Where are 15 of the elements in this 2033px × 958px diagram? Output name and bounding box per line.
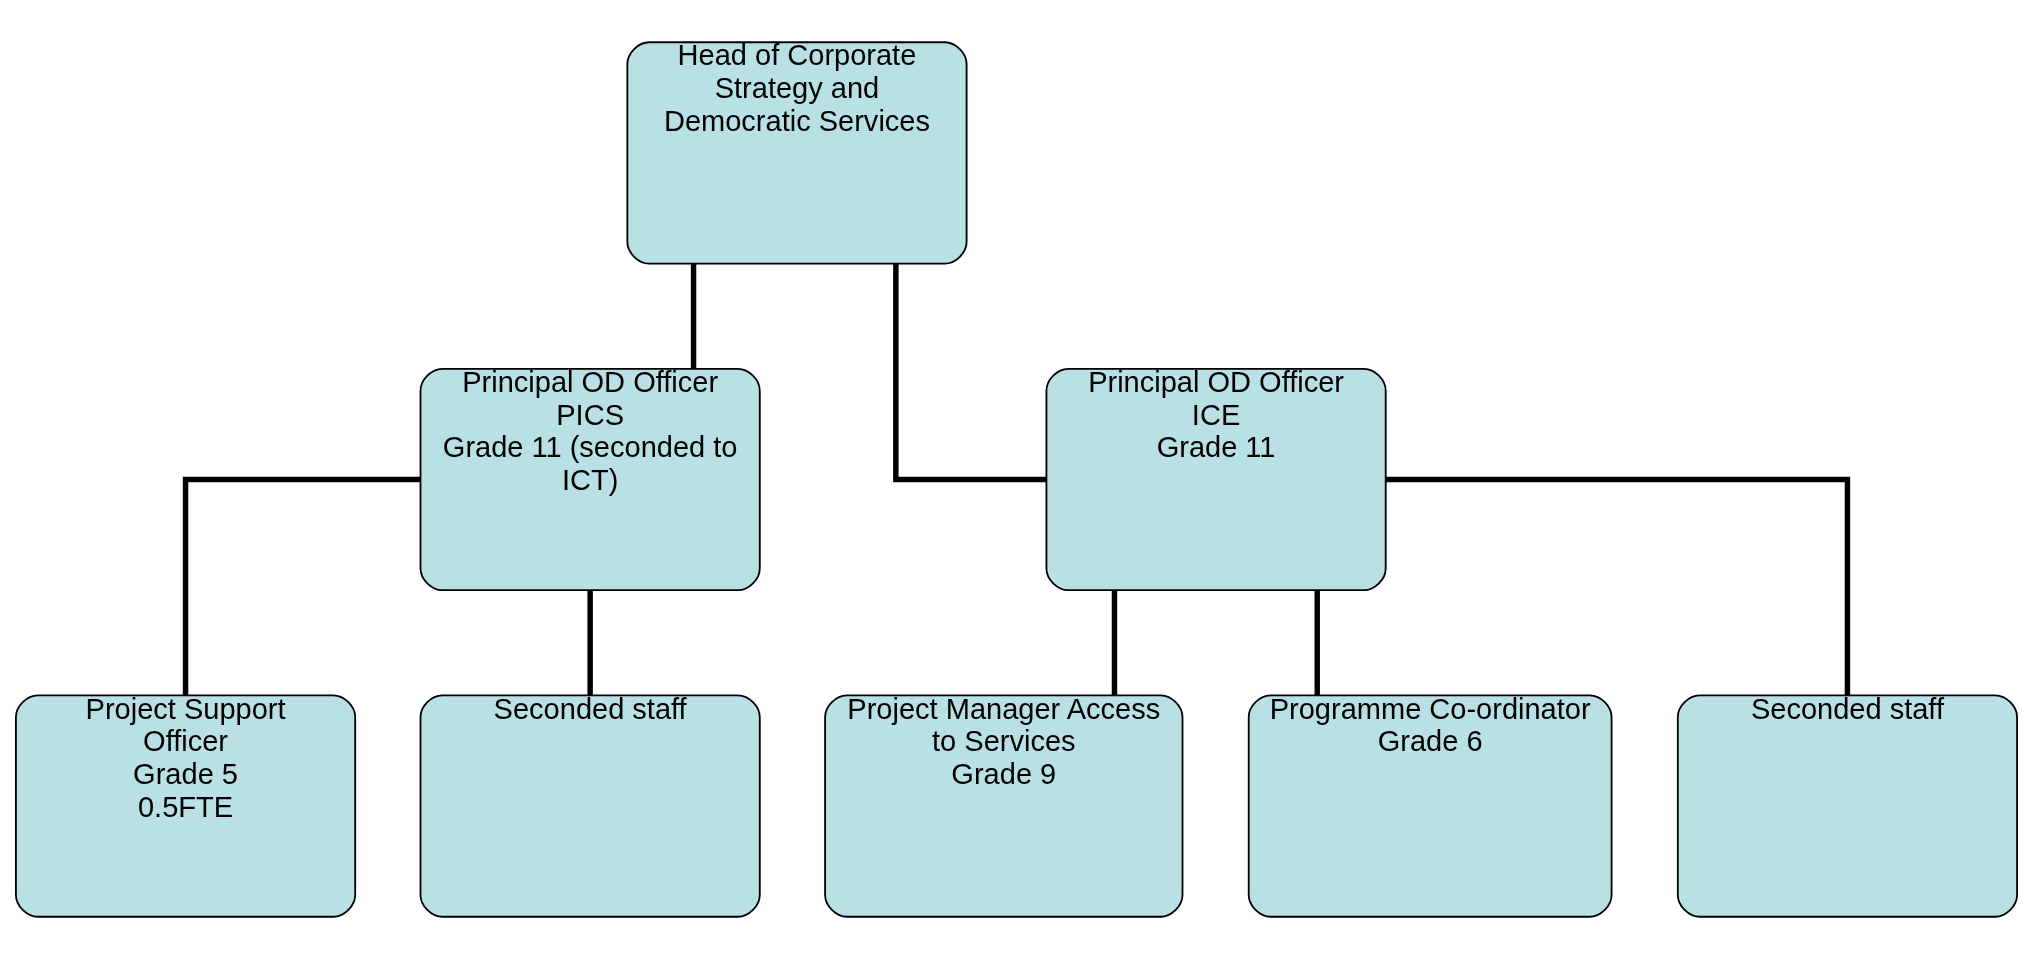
node-box: Principal OD Officer PICS Grade 11 (seconded to ICT) [419, 367, 761, 591]
node-box: Head of Corporate Strategy and Democratic Services [626, 40, 968, 264]
connector [182, 476, 421, 695]
node-box: Seconded staff [1676, 694, 2018, 918]
connector [1386, 476, 1851, 695]
node-box: Programme Co-ordinator Grade 6 [1247, 694, 1613, 918]
connector [1111, 590, 1118, 695]
node-box: Principal OD Officer ICE Grade 11 [1045, 367, 1387, 591]
connector [690, 263, 697, 369]
node-box: Seconded staff [419, 694, 761, 918]
connector [1314, 590, 1320, 695]
node-box: Project Manager Access to Services Grade 9 [824, 694, 1184, 918]
connector [893, 263, 1047, 482]
node-box: Project Support Officer Grade 5 0.5FTE [15, 694, 357, 918]
connector [587, 590, 593, 695]
